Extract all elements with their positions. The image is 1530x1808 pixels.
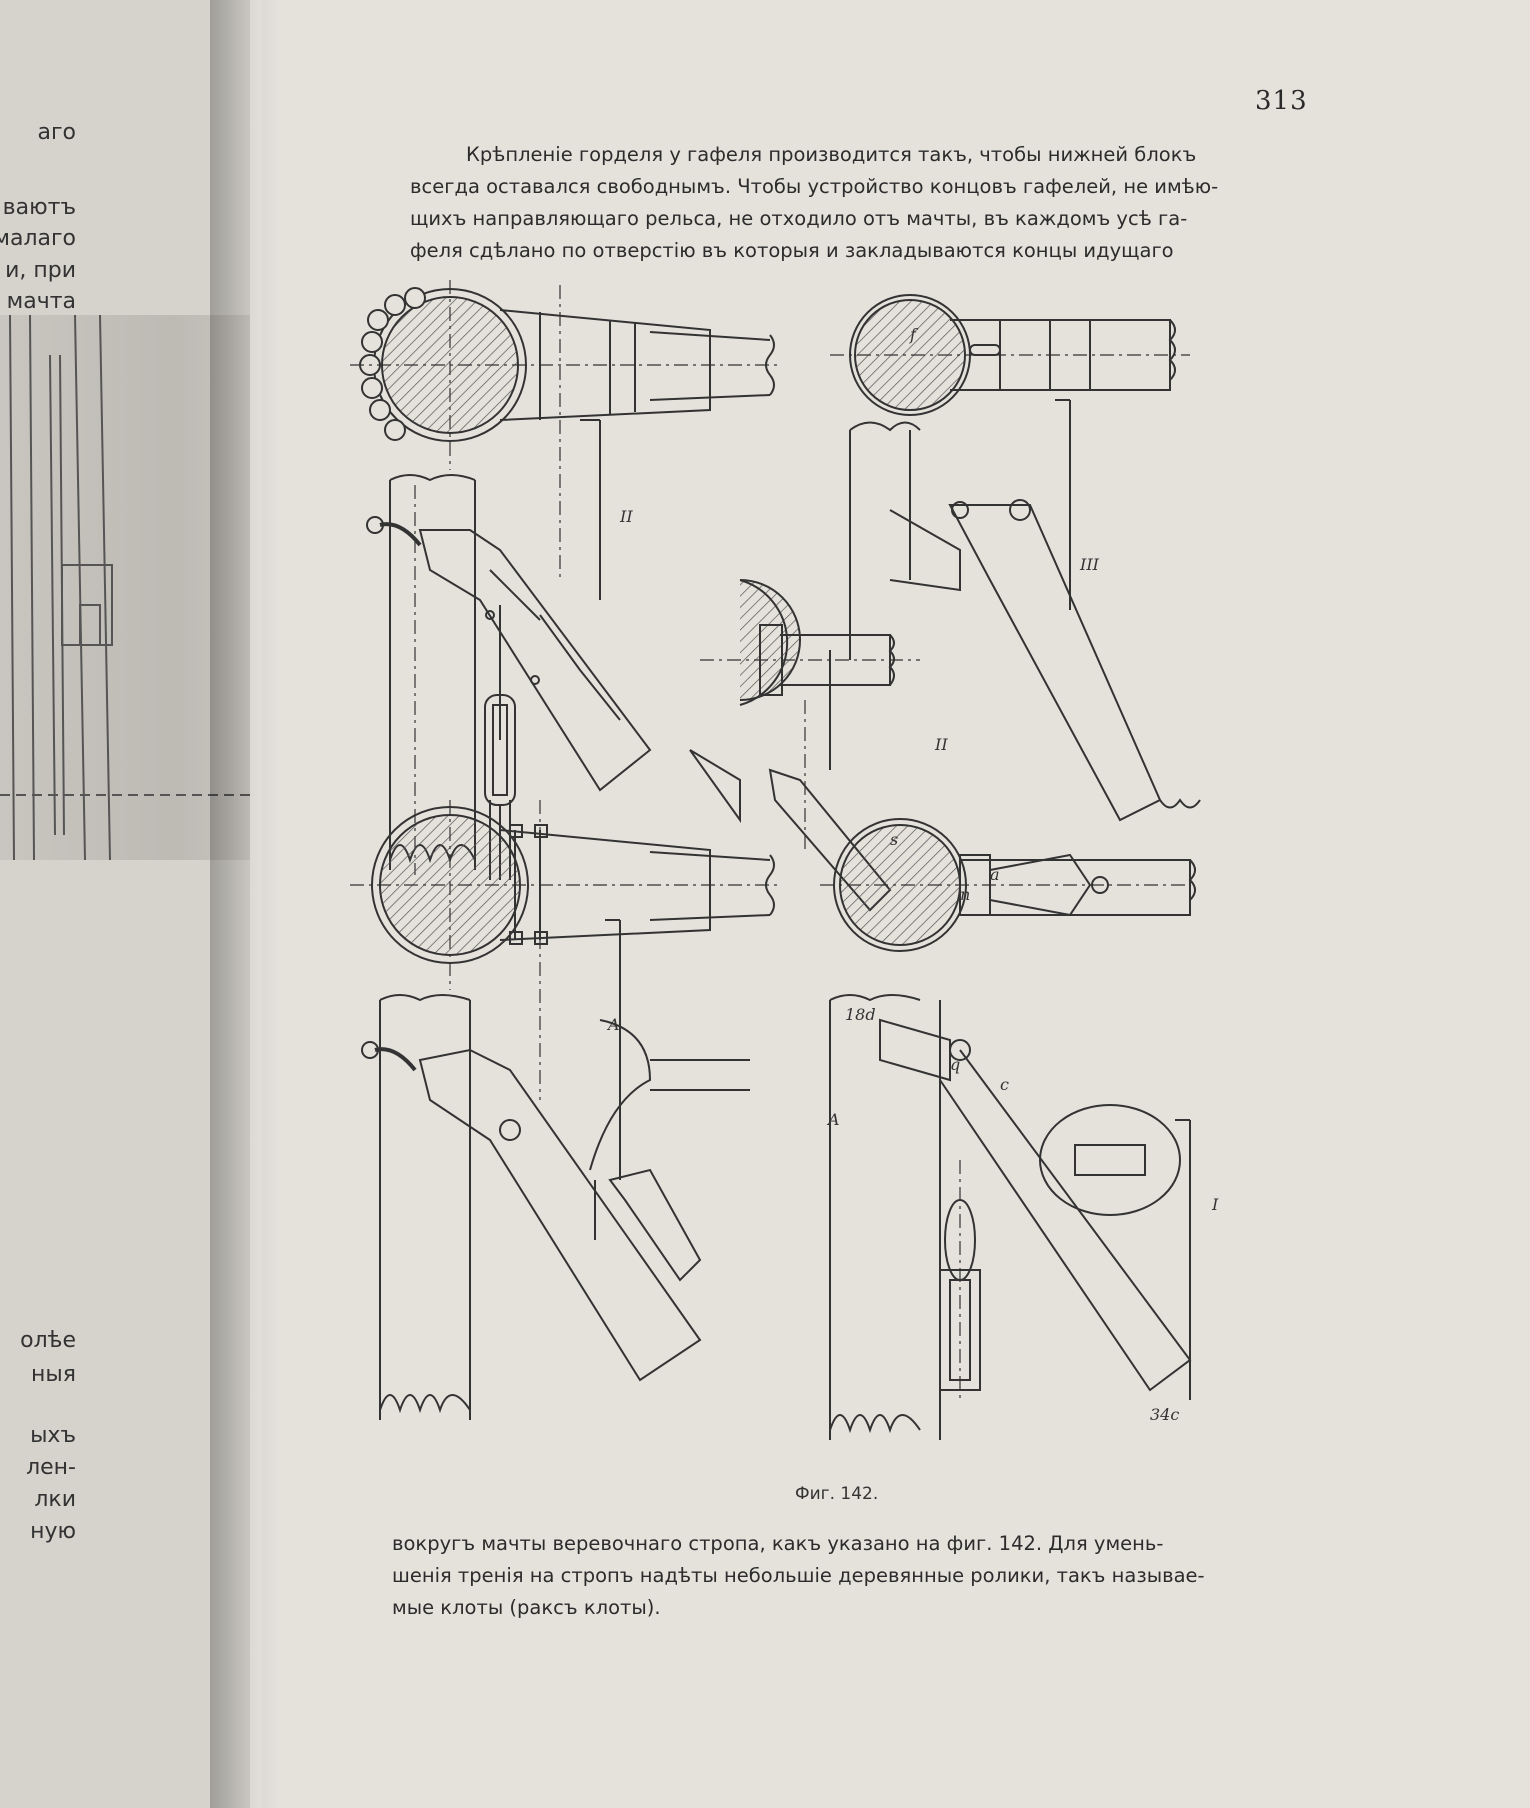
label-s: s bbox=[890, 830, 898, 849]
left-text-line: лки bbox=[34, 1487, 76, 1512]
drawing-bottom-left bbox=[350, 800, 780, 1420]
label-n: n bbox=[960, 885, 970, 904]
left-text-line: ваютъ bbox=[2, 195, 76, 220]
label-f: f bbox=[909, 325, 919, 344]
left-text-line: мачта bbox=[6, 289, 76, 314]
label-ii-top: II bbox=[619, 507, 633, 526]
gutter-shadow bbox=[210, 0, 280, 1808]
left-text-line: ныя bbox=[31, 1362, 76, 1387]
drawing-bottom-right bbox=[820, 818, 1196, 1440]
left-text-line: малаго bbox=[0, 226, 76, 251]
label-i: I bbox=[1211, 1195, 1219, 1214]
technical-drawing: II III II A A I f s a n c q 18d 34c bbox=[350, 280, 1219, 1440]
paragraph-line: мые клоты (раксъ клоты). bbox=[392, 1596, 661, 1619]
label-ii-middle: II bbox=[934, 735, 948, 754]
paragraph-line: феля сдѣлано по отверстію въ которыя и з… bbox=[410, 239, 1174, 262]
left-text-line: ыхъ bbox=[30, 1423, 76, 1448]
label-a2: A bbox=[826, 1110, 840, 1129]
paragraph-line: всегда оставался свободнымъ. Чтобы устро… bbox=[410, 175, 1219, 198]
paragraph-line: шенія тренія на стропъ надѣты небольшіе … bbox=[392, 1564, 1205, 1587]
left-page-illustration bbox=[0, 314, 250, 861]
paragraph-bottom: вокругъ мачты веревочнаго стропа, какъ у… bbox=[392, 1528, 1282, 1624]
label-iii: III bbox=[1079, 555, 1100, 574]
label-q: q bbox=[950, 1055, 960, 1074]
label-a: A bbox=[606, 1015, 620, 1034]
left-text-line: ную bbox=[30, 1519, 76, 1544]
label-c: c bbox=[1000, 1075, 1009, 1094]
label-34c: 34c bbox=[1150, 1405, 1179, 1424]
label-a-small: a bbox=[990, 865, 1000, 884]
drawing-top-left bbox=[350, 280, 780, 880]
drawing-top-right bbox=[830, 294, 1201, 822]
left-page: аго ваютъ малаго и, при мачта олѣе ныя ы… bbox=[0, 0, 250, 1808]
page-number: 313 bbox=[1255, 86, 1308, 116]
left-text-line: аго bbox=[37, 120, 77, 145]
figure-caption: Фиг. 142. bbox=[795, 1484, 879, 1504]
left-text-line: олѣе bbox=[20, 1328, 76, 1353]
label-18d: 18d bbox=[845, 1005, 876, 1024]
paragraph-line: вокругъ мачты веревочнаго стропа, какъ у… bbox=[392, 1532, 1164, 1555]
paragraph-top: Крѣпленіе горделя у гафеля производится … bbox=[410, 139, 1300, 267]
paragraph-line: Крѣпленіе горделя у гафеля производится … bbox=[466, 143, 1197, 166]
left-text-line: и, при bbox=[5, 258, 76, 283]
left-text-line: лен- bbox=[26, 1455, 76, 1480]
figure-142: II III II A A I f s a n c q 18d 34c bbox=[350, 280, 1340, 1480]
paragraph-line: щихъ направляющаго рельса, не отходило о… bbox=[410, 207, 1188, 230]
